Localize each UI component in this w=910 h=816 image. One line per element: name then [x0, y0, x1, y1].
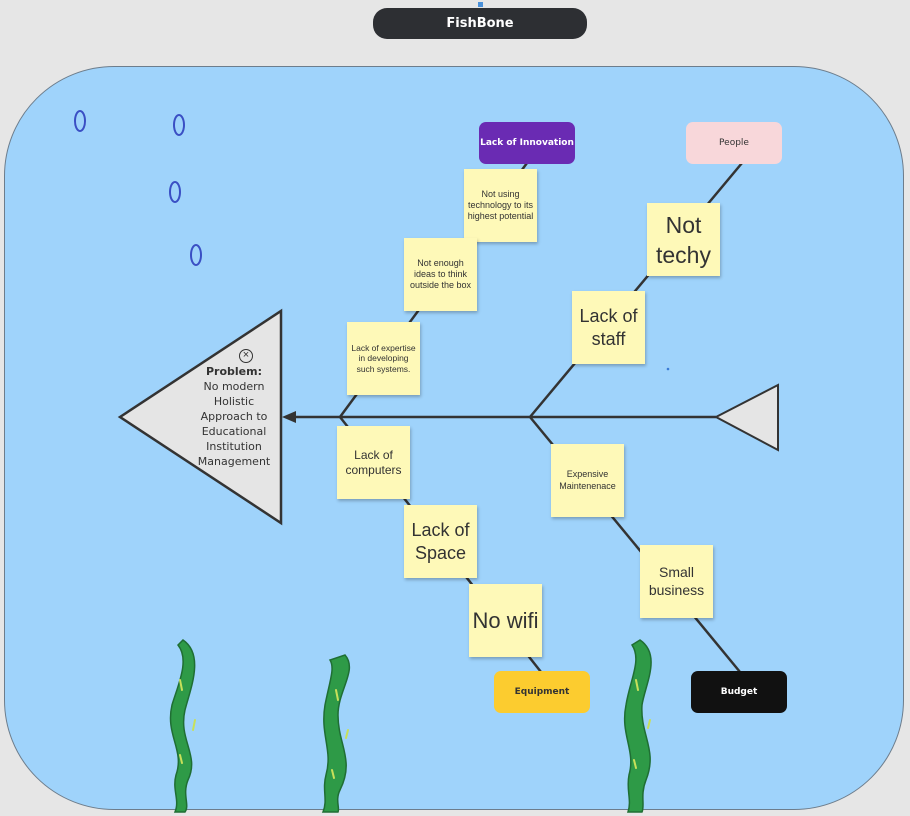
- bubble-icon: [173, 114, 185, 136]
- bubble-icons: [74, 110, 202, 266]
- sticky-no-wifi[interactable]: No wifi: [469, 584, 542, 657]
- problem-text: No modern Holistic Approach to Education…: [197, 380, 271, 468]
- page-title[interactable]: FishBone: [373, 8, 587, 39]
- branch-people: [529, 162, 743, 418]
- sticky-not-techy[interactable]: Not techy: [647, 203, 720, 276]
- close-icon[interactable]: ×: [239, 349, 253, 363]
- sticky-lack-expertise[interactable]: Lack of expertise in developing such sys…: [347, 322, 420, 395]
- bubble-icon: [74, 110, 86, 132]
- category-innovation[interactable]: Lack of Innovation: [479, 122, 575, 164]
- arrow-head-icon: [282, 411, 296, 423]
- sticky-lack-staff[interactable]: Lack of staff: [572, 291, 645, 364]
- bubble-icon: [169, 181, 181, 203]
- sticky-expensive-maint[interactable]: Expensive Maintenenace: [551, 444, 624, 517]
- sticky-not-using-tech[interactable]: Not using technology to its highest pote…: [464, 169, 537, 242]
- bubble-icon: [190, 244, 202, 266]
- category-people[interactable]: People: [686, 122, 782, 164]
- seaweed-left: [169, 639, 196, 813]
- fish-tail: [713, 383, 779, 452]
- category-equipment[interactable]: Equipment: [494, 671, 590, 713]
- seaweed-group: [169, 639, 652, 813]
- sticky-not-enough-ideas[interactable]: Not enough ideas to think outside the bo…: [404, 238, 477, 311]
- problem-heading: Problem:: [205, 365, 262, 378]
- sticky-lack-space[interactable]: Lack of Space: [404, 505, 477, 578]
- seaweed-middle: [321, 654, 351, 813]
- sticky-lack-computers[interactable]: Lack of computers: [337, 426, 410, 499]
- fish-head: [117, 308, 283, 526]
- title-marker: [478, 2, 483, 7]
- category-budget[interactable]: Budget: [691, 671, 787, 713]
- sticky-small-business[interactable]: Small business: [640, 545, 713, 618]
- seaweed-right: [624, 639, 652, 813]
- problem-statement[interactable]: Problem: No modern Holistic Approach to …: [197, 364, 271, 469]
